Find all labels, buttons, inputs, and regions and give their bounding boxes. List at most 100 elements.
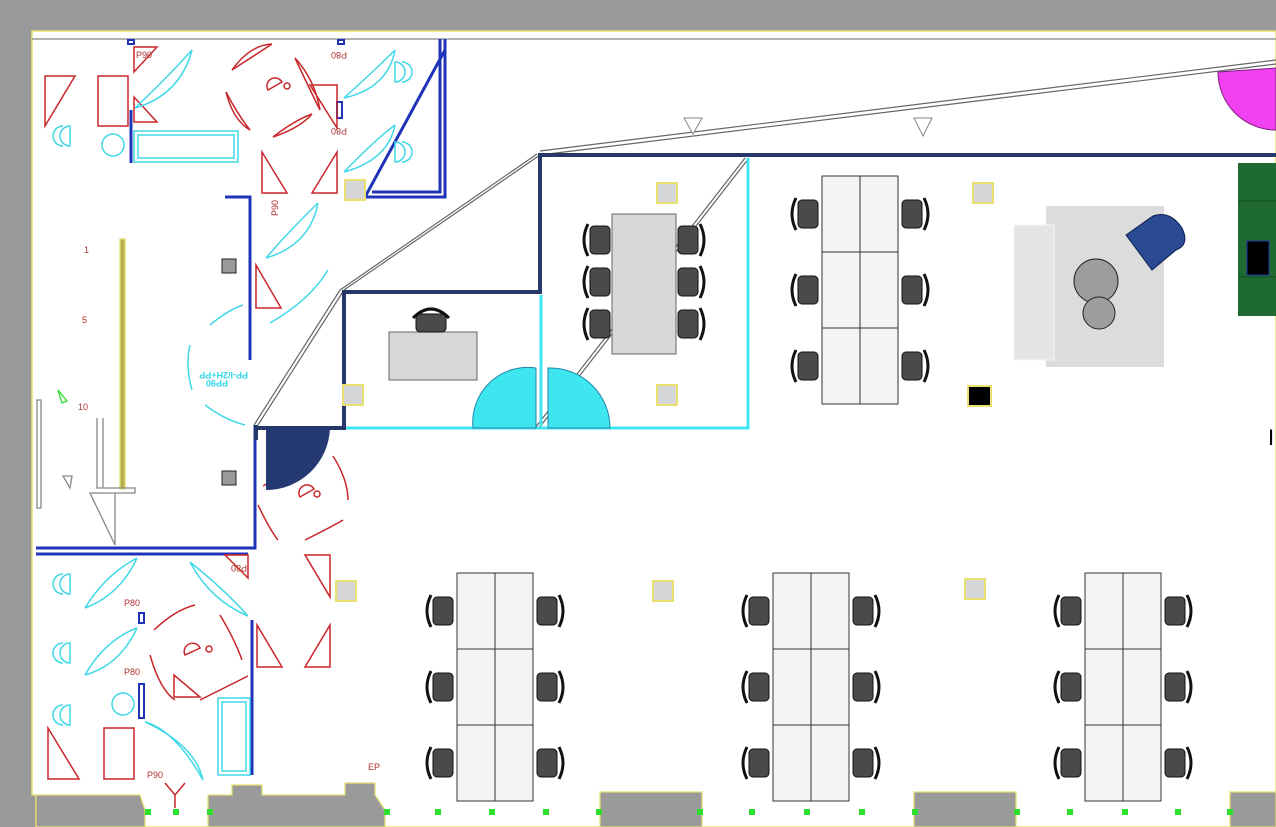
- sink-icons: [52, 61, 413, 726]
- label-corridor-code-1: PP-I/2H+PP: [199, 370, 248, 380]
- desk: [859, 175, 899, 253]
- label-edge-mark: I: [1268, 425, 1274, 450]
- desk: [456, 648, 496, 726]
- desk: [494, 648, 534, 726]
- column-small: [221, 258, 237, 274]
- chair: [677, 307, 706, 341]
- chair: [741, 670, 770, 704]
- label-10: 10: [78, 402, 88, 412]
- column: [652, 580, 674, 602]
- desk: [1122, 572, 1162, 650]
- window-marker: [859, 809, 865, 815]
- column: [342, 384, 364, 406]
- window-marker: [1175, 809, 1181, 815]
- window-marker: [1067, 809, 1073, 815]
- label-p90-vertical: P90: [270, 200, 280, 216]
- chair: [1164, 670, 1193, 704]
- chair: [741, 594, 770, 628]
- chair: [790, 197, 819, 231]
- window-marker: [173, 809, 179, 815]
- label-corridor-code-2: PP90: [206, 378, 228, 388]
- column: [335, 580, 357, 602]
- window-marker: [384, 809, 390, 815]
- window-marker: [543, 809, 549, 815]
- restroom-fixtures-cyan: [52, 49, 413, 781]
- chair: [852, 670, 881, 704]
- chair: [536, 746, 565, 780]
- desk: [772, 572, 812, 650]
- sofa: [1013, 224, 1055, 361]
- marker-triangle-1: [683, 117, 703, 136]
- chair: [790, 349, 819, 383]
- window-marker: [596, 809, 602, 815]
- label-p90-bottom: P90: [147, 770, 163, 780]
- chair: [901, 273, 930, 307]
- desk-clusters: [456, 175, 1162, 802]
- side-table-large: [1073, 258, 1119, 304]
- desk: [772, 648, 812, 726]
- column: [964, 578, 986, 600]
- chair: [1053, 746, 1082, 780]
- chair: [1053, 670, 1082, 704]
- desk: [1122, 648, 1162, 726]
- meeting-door[interactable]: [547, 367, 611, 429]
- green-panel: [1238, 163, 1276, 316]
- label-5: 5: [82, 315, 87, 325]
- desk: [1084, 572, 1124, 650]
- window-marker: [1014, 809, 1020, 815]
- magenta-door[interactable]: [1217, 67, 1276, 131]
- office-desk: [388, 331, 478, 381]
- chair: [1053, 594, 1082, 628]
- desk: [772, 724, 812, 802]
- chair: [425, 670, 454, 704]
- desk: [821, 175, 861, 253]
- window-markers: [145, 809, 1233, 815]
- desk: [494, 572, 534, 650]
- label-p80-top-right: P80: [331, 50, 347, 60]
- label-1: 1: [84, 245, 89, 255]
- chair: [677, 265, 706, 299]
- column: [344, 179, 366, 201]
- chair: [582, 265, 611, 299]
- columns: [221, 179, 994, 602]
- chair: [852, 594, 881, 628]
- chairs: [411, 197, 1193, 780]
- label-p80-lower-1: P80: [124, 598, 140, 608]
- desk: [859, 327, 899, 405]
- desk: [821, 251, 861, 329]
- chair: [1164, 594, 1193, 628]
- label-ep: EP: [368, 762, 380, 772]
- restroom-fixtures-red: [44, 43, 349, 808]
- column: [972, 182, 994, 204]
- entrance-door[interactable]: [266, 428, 330, 490]
- window-marker: [435, 809, 441, 815]
- chair: [582, 223, 611, 257]
- chair: [790, 273, 819, 307]
- desk: [456, 724, 496, 802]
- desk: [1084, 724, 1124, 802]
- column: [656, 182, 678, 204]
- window-marker: [912, 809, 918, 815]
- window-marker: [804, 809, 810, 815]
- chair: [852, 746, 881, 780]
- black-box: [967, 385, 992, 407]
- stair-fixture: [36, 238, 136, 546]
- desk: [1122, 724, 1162, 802]
- window-marker: [1227, 809, 1233, 815]
- chair: [425, 746, 454, 780]
- chair: [901, 349, 930, 383]
- chair: [425, 594, 454, 628]
- desk: [810, 724, 850, 802]
- window-marker: [207, 809, 213, 815]
- office-door[interactable]: [472, 366, 537, 429]
- window-marker: [489, 809, 495, 815]
- desk: [456, 572, 496, 650]
- chair: [677, 223, 706, 257]
- vanity-counters: [133, 130, 251, 776]
- chair: [901, 197, 930, 231]
- office-chair: [411, 307, 451, 333]
- column-small: [221, 470, 237, 486]
- column: [656, 384, 678, 406]
- meeting-table: [611, 213, 677, 355]
